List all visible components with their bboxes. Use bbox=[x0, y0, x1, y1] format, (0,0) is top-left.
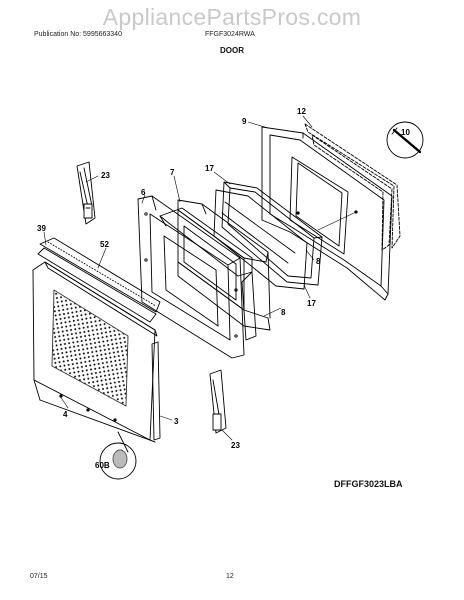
part-4-outer-door bbox=[32, 261, 158, 443]
part-23-hinge-lower bbox=[209, 369, 227, 434]
callout-numbers: 12 9 10 23 7 17 6 39 52 8 8 17 4 3 23 60… bbox=[37, 107, 410, 470]
part-52-handle-trim bbox=[37, 237, 161, 323]
callout-4: 4 bbox=[63, 410, 68, 419]
callout-6: 6 bbox=[141, 188, 146, 197]
part-6-inner-door-panel bbox=[137, 195, 245, 359]
part-3-side-trim bbox=[151, 341, 161, 441]
callout-39: 39 bbox=[37, 224, 46, 233]
part-10-screw bbox=[386, 121, 424, 159]
callout-8-right: 8 bbox=[316, 257, 321, 266]
callout-52: 52 bbox=[100, 240, 109, 249]
model-number: FFGF3024RWA bbox=[205, 31, 255, 38]
callout-12: 12 bbox=[297, 107, 306, 116]
page-number: 12 bbox=[226, 573, 234, 580]
callout-17-lower: 17 bbox=[307, 299, 316, 308]
footer-date: 07/15 bbox=[30, 573, 48, 580]
callout-10: 10 bbox=[401, 128, 410, 137]
section-title: DOOR bbox=[220, 46, 244, 55]
publication-number: Publication No: 5995663340 bbox=[34, 31, 122, 38]
part-17-window-pack-rear bbox=[221, 181, 323, 286]
part-23-hinge-upper bbox=[76, 161, 96, 225]
watermark: AppliancePartsPros.com bbox=[102, 4, 362, 30]
callout-60b: 60B bbox=[95, 461, 110, 470]
callout-17-upper: 17 bbox=[205, 164, 214, 173]
leader-lines bbox=[43, 115, 357, 441]
part-12-gasket bbox=[304, 123, 401, 251]
part-9-rear-frame bbox=[261, 126, 393, 301]
callout-23-lower: 23 bbox=[231, 441, 240, 450]
callout-7: 7 bbox=[170, 168, 175, 177]
diagram-code: DFFGF3023LBA bbox=[334, 479, 403, 489]
callout-3: 3 bbox=[174, 417, 179, 426]
callout-8-lower: 8 bbox=[281, 308, 286, 317]
callout-23-upper: 23 bbox=[101, 171, 110, 180]
callout-9: 9 bbox=[242, 117, 247, 126]
part-60b-screw bbox=[99, 431, 137, 480]
